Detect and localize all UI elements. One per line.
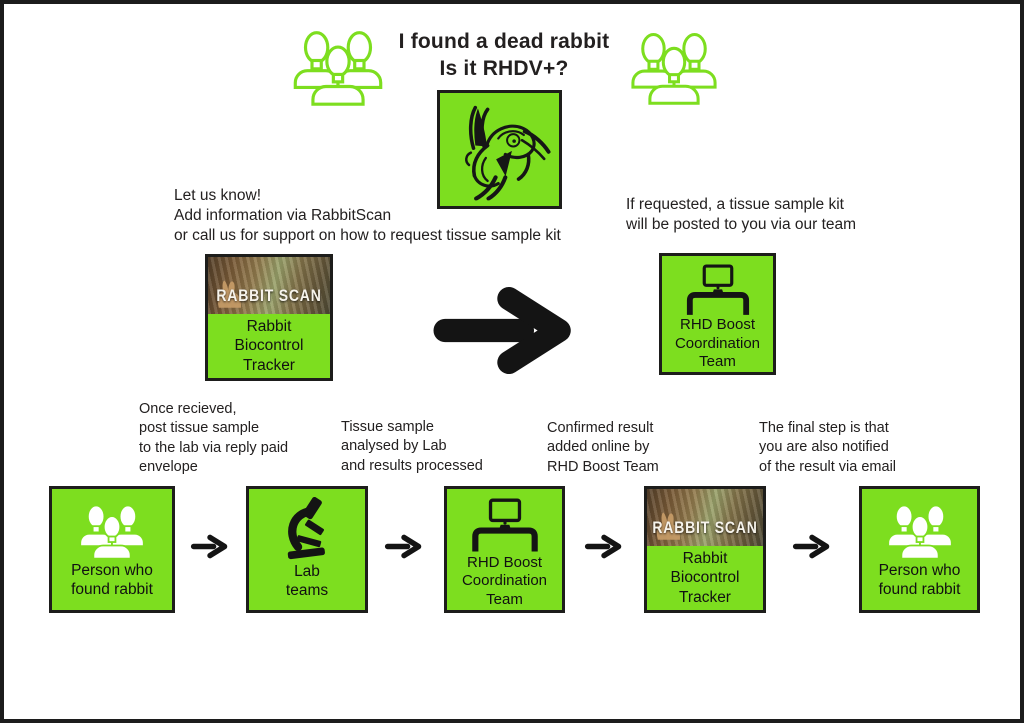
microscope-icon [274, 497, 340, 561]
report-note: Let us know! Add information via RabbitS… [174, 187, 561, 244]
people-group-filled-icon [76, 502, 148, 560]
coordination-label: RHD Boost Coordination Team [461, 553, 548, 608]
rabbitscan-tracker-box: RABBIT SCAN Rabbit Biocontrol Tracker [205, 254, 333, 381]
step-caption: Once recieved, post tissue sample to the… [139, 401, 289, 475]
page-title: I found a dead rabbit Is it RHDV+? [398, 30, 610, 81]
computer-on-desk-icon [675, 264, 761, 316]
step-caption: The final step is that you are also noti… [759, 420, 897, 475]
person-label: Person who found rabbit [71, 561, 153, 598]
lab-teams-box: Lab teams [246, 486, 368, 613]
person-label: Person who found rabbit [878, 561, 961, 598]
right-arrow-icon [584, 533, 624, 560]
coordination-team-box: RHD Boost Coordination Team [444, 486, 565, 613]
right-arrow-icon [432, 287, 580, 374]
rabbitscan-tracker-box: RABBIT SCAN Rabbit Biocontrol Tracker [644, 486, 766, 613]
kit-note: If requested, a tissue sample kit will b… [626, 196, 857, 233]
dead-rabbit-box [437, 90, 562, 209]
computer-on-desk-icon [461, 498, 549, 553]
right-arrow-icon [792, 533, 832, 560]
step-caption: Tissue sample analysed by Lab and result… [341, 419, 483, 474]
people-group-filled-icon [884, 502, 956, 560]
right-arrow-icon [384, 533, 424, 560]
people-group-outline-icon [628, 30, 720, 105]
coordination-label: RHD Boost Coordination Team [674, 316, 761, 371]
person-found-rabbit-box: Person who found rabbit [49, 486, 175, 613]
rabbitscan-banner: RABBIT SCAN [652, 517, 758, 537]
step-caption: Confirmed result added online by RHD Boo… [547, 420, 659, 475]
rabbitscan-banner: RABBIT SCAN [216, 285, 322, 305]
rabbitscan-photo: RABBIT SCAN [208, 257, 330, 314]
rabbitscan-label: Rabbit Biocontrol Tracker [670, 550, 740, 606]
rabbitscan-label: Rabbit Biocontrol Tracker [234, 318, 304, 374]
right-arrow-icon [190, 533, 230, 560]
coordination-team-box: RHD Boost Coordination Team [659, 253, 776, 375]
rabbitscan-photo: RABBIT SCAN [647, 489, 763, 546]
person-found-rabbit-box: Person who found rabbit [859, 486, 980, 613]
lab-label: Lab teams [285, 562, 329, 599]
